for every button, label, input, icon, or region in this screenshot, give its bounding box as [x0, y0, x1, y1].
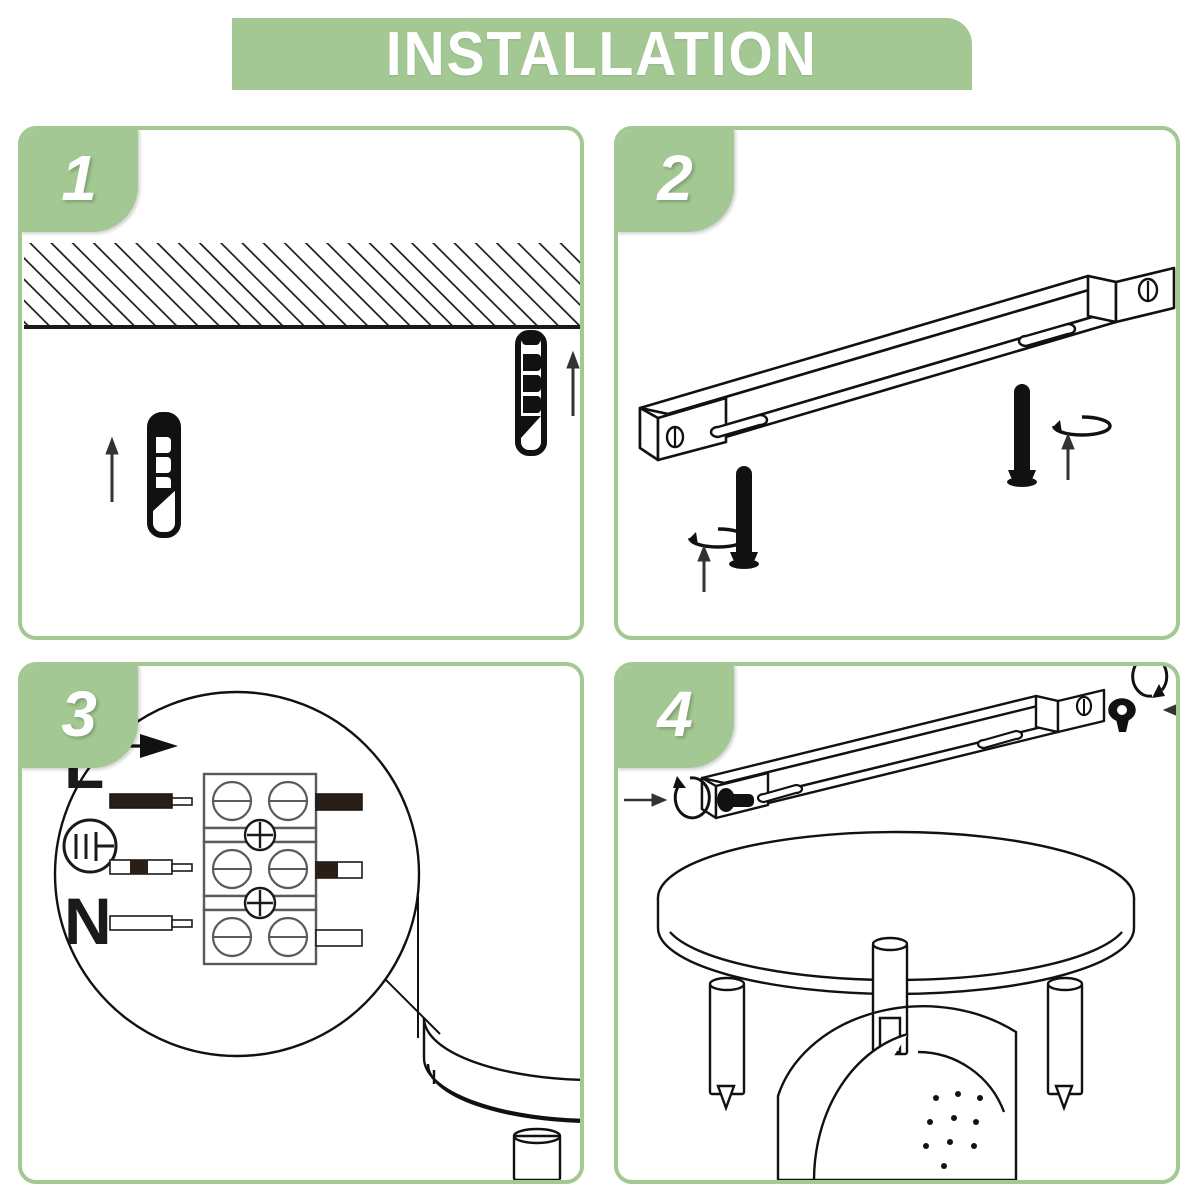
rotate-arrow-right: [1052, 415, 1112, 437]
step-number-1: 1: [61, 142, 97, 214]
bracket-slots: [756, 729, 1024, 804]
mounting-screw-left: [729, 466, 759, 569]
step-4-illustration: [618, 666, 1176, 1180]
step-badge-1: 1: [22, 130, 138, 232]
rotate-arrow-left: [673, 776, 711, 820]
step-panel-2: 2: [614, 126, 1180, 640]
yellow-green-wire-out: [315, 861, 363, 879]
rod-center: [871, 936, 909, 1056]
cross-screw-lower: [243, 886, 277, 920]
step-panel-4: 4: [614, 662, 1180, 1184]
brown-wire-in: [109, 793, 193, 809]
blue-wire-in: [109, 915, 193, 931]
rod-left: [708, 976, 746, 1112]
step-2-illustration: [618, 130, 1176, 636]
mounting-bracket: [638, 266, 1176, 462]
up-arrow-left: [105, 436, 119, 502]
step-panel-3: 3: [18, 662, 584, 1184]
yellow-green-wire-in: [109, 859, 193, 875]
rotate-arrow-left: [688, 527, 748, 549]
step-panel-1: 1: [18, 126, 584, 640]
page-title: INSTALLATION: [386, 19, 818, 89]
up-arrow-right: [566, 350, 580, 416]
rotate-arrow-right: [1131, 666, 1169, 698]
mounting-screw-right: [1007, 384, 1037, 487]
brown-wire-out: [315, 793, 363, 811]
wall-anchor-right: [515, 330, 547, 456]
decorative-screw-right: [1108, 698, 1136, 732]
step-badge-3: 3: [22, 666, 138, 768]
step-number-2: 2: [657, 142, 693, 214]
push-arrow-left: [624, 793, 668, 807]
blue-wire-out: [315, 929, 363, 947]
step-badge-2: 2: [618, 130, 734, 232]
wall-anchor-left: [147, 412, 181, 538]
step-badge-4: 4: [618, 666, 734, 768]
cross-screw-upper: [243, 818, 277, 852]
neutral-label: N: [64, 884, 112, 958]
step-3-illustration: L N: [22, 666, 580, 1180]
ceiling-plate: [422, 1017, 580, 1180]
step-number-4: 4: [657, 678, 693, 750]
title-banner: INSTALLATION: [232, 18, 972, 90]
push-arrow-left: [697, 544, 711, 592]
step-1-illustration: [22, 130, 580, 636]
ceiling-hatch: [24, 243, 580, 329]
push-arrow-right: [1061, 432, 1075, 480]
step-number-3: 3: [61, 678, 97, 750]
rod-right: [1046, 976, 1084, 1112]
lamp-perforations: [923, 1091, 983, 1169]
push-arrow-right: [1162, 704, 1176, 716]
earth-symbol: [62, 818, 118, 874]
bracket-slots: [709, 322, 1077, 439]
lamp-rods: [708, 936, 1084, 1112]
decorative-screw-left: [717, 788, 754, 812]
